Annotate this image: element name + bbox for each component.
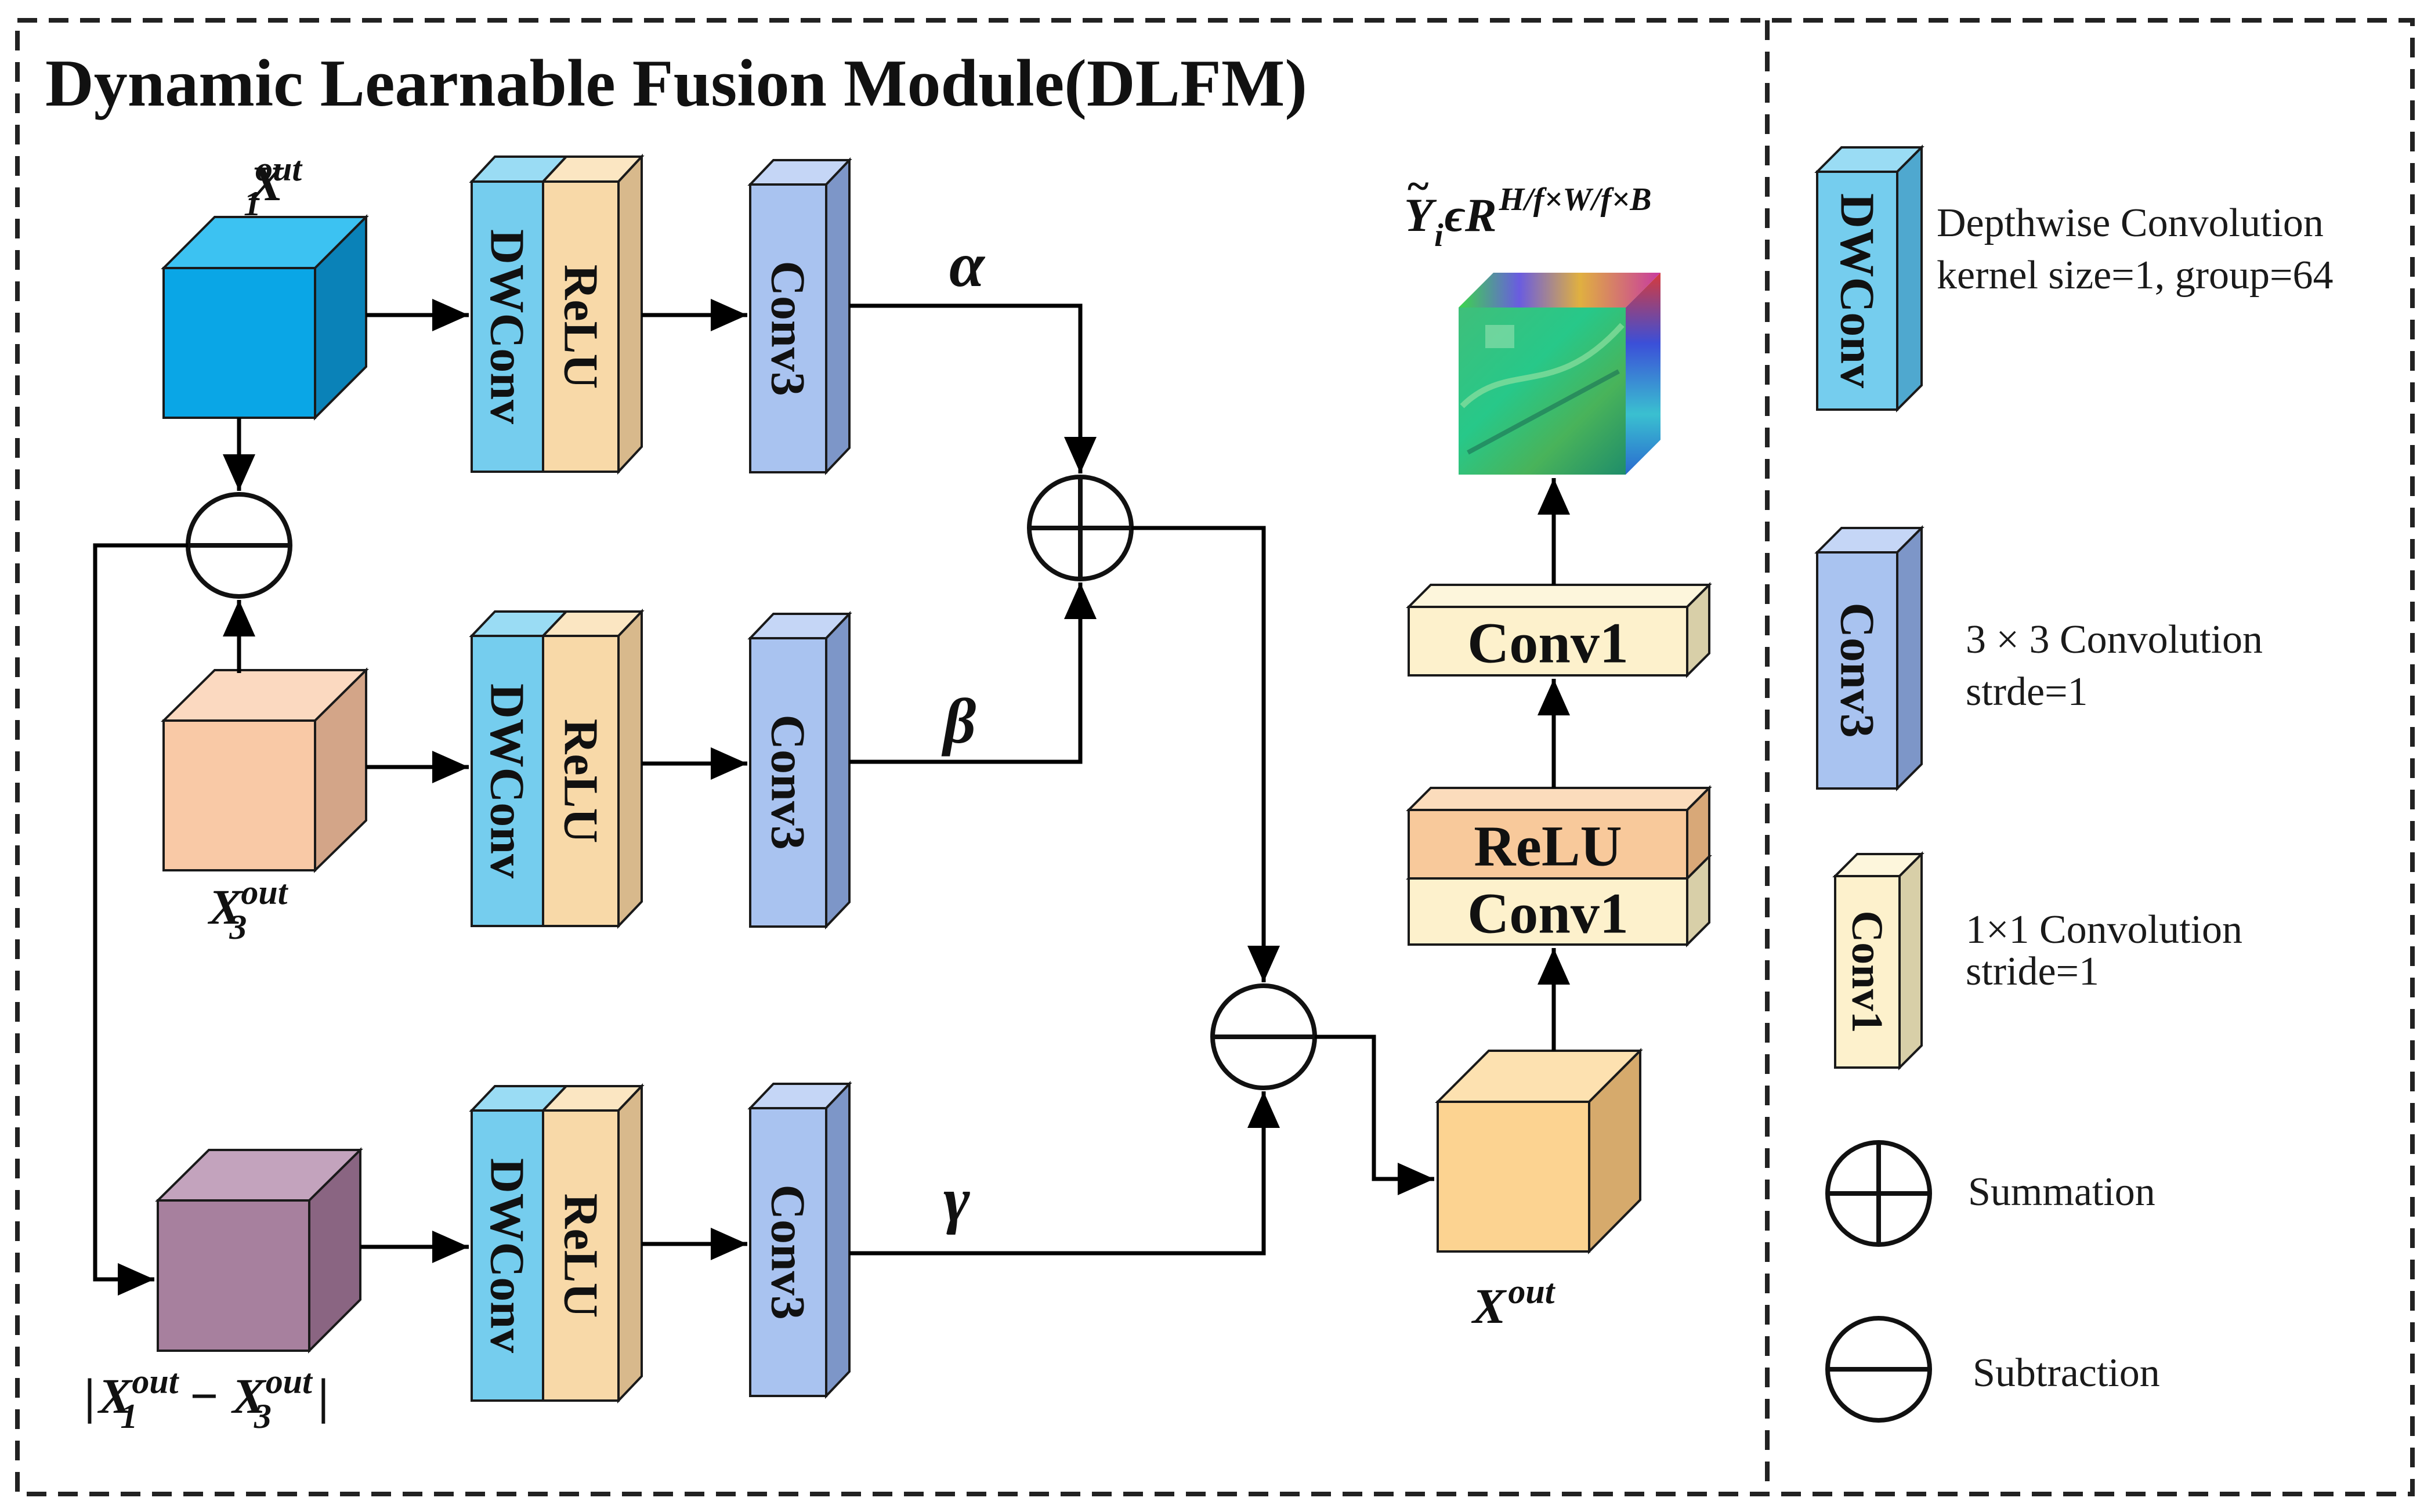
beta-label: β [941, 686, 976, 757]
legend-dwconv-line2: kernel size=1, group=64 [1937, 253, 2334, 298]
dwconv-label-3: DWConv [480, 1158, 534, 1353]
subtraction-op-left [186, 492, 292, 599]
relu-block-3 [540, 1083, 645, 1404]
relu-label-2: ReLU [554, 719, 608, 844]
conv3-label-2: Conv3 [761, 714, 815, 849]
conv1-lower-label: Conv1 [1467, 881, 1629, 946]
relu-block-2 [540, 609, 645, 929]
legend-conv3-icon-label: Conv3 [1831, 602, 1884, 737]
alpha-label: α [949, 229, 986, 300]
legend-dwconv-icon [1814, 144, 1924, 413]
legend-subtraction-text: Subtraction [1973, 1351, 2160, 1395]
x1-cube [161, 214, 369, 421]
legend-dwconv-icon-label: DWConv [1831, 193, 1884, 388]
dwconv-label-1: DWConv [480, 229, 534, 424]
gamma-label: γ [943, 1164, 970, 1235]
legend-conv1-desc: 1×1 Convolution stride=1 [1966, 904, 2242, 998]
hsi-output-cube [1459, 273, 1661, 475]
legend-conv1-icon [1832, 851, 1924, 1070]
legend-conv3-line2: strde=1 [1966, 670, 2088, 714]
outer-frame [15, 18, 2415, 1496]
legend-summation-icon [1825, 1140, 1932, 1247]
dwconv-block-2 [469, 610, 569, 927]
legend-dwconv-desc: Depthwise Convolution kernel size=1, gro… [1937, 197, 2334, 302]
dwconv-label-2: DWConv [480, 683, 534, 878]
relu-head-label: ReLU [1474, 814, 1622, 878]
xout-cube [1435, 1048, 1643, 1254]
legend-conv1-line1: 1×1 Convolution [1966, 907, 2243, 952]
legend-dwconv-line1: Depthwise Convolution [1937, 201, 2324, 245]
diff-cube [155, 1147, 363, 1354]
legend-conv1-line2: stride=1 [1966, 949, 2099, 994]
dwconv-block-3 [469, 1085, 569, 1402]
legend-summation-text: Summation [1968, 1170, 2155, 1214]
relu-head-block [1406, 785, 1712, 881]
conv3-block-2 [747, 611, 852, 929]
conv3-label-3: Conv3 [761, 1184, 815, 1319]
legend-conv1-icon-label: Conv1 [1843, 910, 1891, 1033]
relu-label-1: ReLU [554, 265, 608, 389]
legend-conv3-desc: 3 × 3 Convolution strde=1 [1966, 614, 2263, 718]
conv3-label-1: Conv3 [761, 261, 815, 396]
relu-block-1 [540, 153, 645, 475]
dwconv-block-1 [469, 155, 569, 473]
relu-label-3: ReLU [554, 1193, 608, 1318]
conv3-block-1 [747, 157, 852, 475]
summation-op [1027, 475, 1134, 581]
x3-cube [161, 667, 369, 873]
subtraction-op-right [1210, 983, 1317, 1090]
legend-conv3-line1: 3 × 3 Convolution [1966, 617, 2263, 662]
conv1-upper-label: Conv1 [1467, 611, 1629, 675]
xout-label: Xout [1471, 1272, 1556, 1334]
tilde-mark: ~ [1408, 164, 1428, 209]
connectors [93, 299, 1570, 1296]
legend-subtraction-icon [1825, 1316, 1932, 1423]
output-shape-label: YiϵRH/f×W/f×B [1404, 182, 1652, 254]
diagram-title: Dynamic Learnable Fusion Module(DLFM) [45, 46, 1307, 121]
conv1-upper-block [1406, 582, 1712, 678]
legend-conv3-icon [1814, 525, 1924, 791]
conv3-block-3 [747, 1081, 852, 1399]
